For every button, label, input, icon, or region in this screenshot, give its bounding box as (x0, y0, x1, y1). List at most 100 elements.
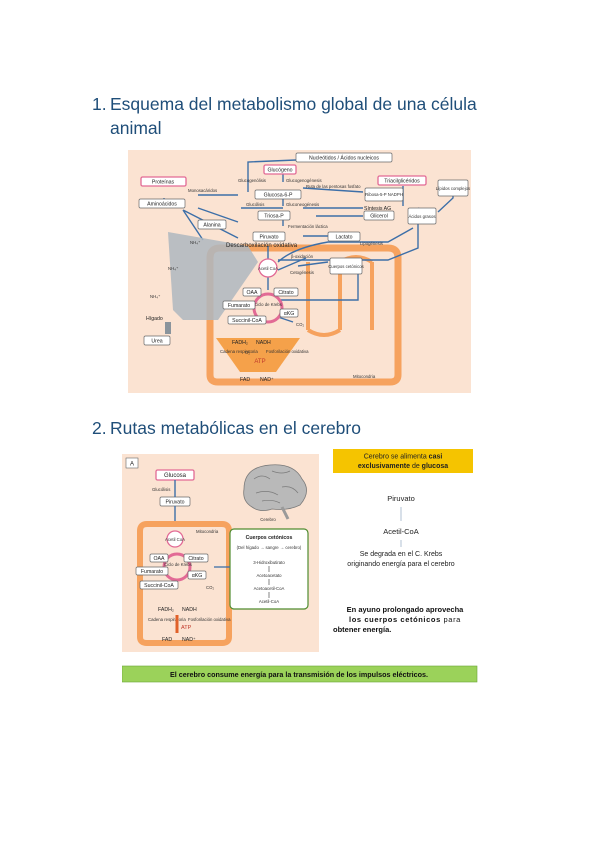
mitochondria-outline-2 (137, 521, 232, 646)
label-citrato-2: Citrato (188, 556, 203, 562)
mitochondria-cristae (306, 255, 374, 337)
box-oaa-2 (149, 553, 169, 563)
box-akg (279, 308, 299, 318)
label-nad-2: NAD⁺ (182, 637, 196, 643)
label-urea: Urea (151, 339, 162, 345)
label-mitocondria: Mitocondria (353, 374, 376, 379)
label-lactato: Lactato (335, 235, 352, 241)
label-co2: CO₂ (296, 322, 304, 327)
banner-bold-casi: casi (429, 454, 443, 461)
label-glucogeno: Glucógeno (267, 168, 292, 174)
box-aminoacidos (138, 198, 186, 209)
label-acetil-coa: Acetil CoA (258, 266, 278, 271)
panel-a-tag (125, 457, 139, 469)
label-lipogenesis: Lipogénesis (360, 241, 383, 246)
label-akg: αKG (284, 311, 295, 317)
footer-banner (122, 665, 478, 683)
label-acetil-big: Acetil-CoA (383, 527, 418, 536)
banner-line1: Cerebro se alimenta casi (364, 454, 443, 461)
box-urea (143, 335, 171, 346)
label-co2-2: CO₂ (206, 585, 214, 590)
label-ribosa: Ribosa-5-P NADPH (365, 192, 403, 197)
box-lactato (327, 231, 361, 242)
label-cuerpos-title: Cuerpos cetónicos (246, 535, 293, 541)
label-acetoacetato: Acetoacetato (256, 573, 282, 578)
box-alanina (197, 219, 227, 230)
box-fumarato (222, 300, 256, 310)
box-glicerol (363, 210, 395, 221)
label-nh4-2: NH₄⁺ (168, 266, 178, 271)
label-trigliceridos: Triacilglicéridos (384, 179, 420, 185)
arrow-ribosa (302, 187, 364, 209)
label-nadh-2: NADH (182, 607, 197, 613)
label-cerebro: Cerebro (260, 517, 276, 522)
label-fumarato-2: Fumarato (141, 569, 163, 575)
label-o2: O₂ (245, 350, 250, 355)
section-1-heading: 1.Esquema del metabolismo global de una … (92, 92, 477, 140)
box-nucleotidos (295, 152, 393, 163)
label-nucleotidos: Nucleótidos / Ácidos nucleicos (309, 155, 379, 162)
section-2-title-line1: Rutas metabólicas en el cerebro (110, 418, 361, 438)
arrow-lipogenesis (277, 227, 414, 263)
label-acidos-grasos: Ácidos grasos (409, 214, 436, 219)
label-nadh: NADH (256, 340, 271, 346)
box-cuerpos-cetonicos (329, 257, 363, 275)
label-piruvato: Piruvato (259, 235, 278, 241)
section-2-heading: 2.Rutas metabólicas en el cerebro (92, 416, 361, 440)
node-acetil-coa-2 (166, 530, 184, 548)
box-fumarato-2 (135, 566, 169, 576)
label-alanina: Alanina (203, 223, 220, 229)
box-akg-2 (187, 570, 207, 580)
label-fadh2-2: FADH₂ (158, 607, 174, 613)
section-1-title-line1: Esquema del metabolismo global de una cé… (110, 94, 477, 114)
label-succinil-coa: Succinil-CoA (232, 318, 262, 324)
label-oaa: OAA (247, 290, 258, 296)
label-ciclo-krebs: Ciclo de Krebs (254, 302, 282, 307)
arrow-monosacaridos (198, 194, 283, 209)
label-cetogenesis: Cetogénesis (290, 270, 314, 275)
label-fosforilacion-2: Fosforilación oxidativa (188, 617, 231, 622)
label-nh4-3: NH₄⁺ (150, 294, 160, 299)
label-higado: Hígado (146, 316, 163, 322)
arrow-co2 (277, 316, 294, 323)
label-acetil-coa-small: Acetil-CoA (259, 599, 279, 604)
label-succinil-coa-2: Succinil-CoA (144, 583, 174, 589)
label-proteinas: Proteínas (152, 180, 175, 186)
box-oaa (242, 287, 262, 297)
arrow-krebs-citrato (278, 270, 359, 301)
label-fadh2: FADH₂ (232, 340, 248, 346)
figure-brain-metabolism: A Glucosa Glucólisis Piruvato Mitocondri… (122, 449, 478, 685)
label-piruvato-big: Piruvato (387, 494, 415, 503)
banner-glucosa (333, 449, 473, 473)
label-cadena-2: Cadena respiratoria (148, 617, 186, 622)
box-ribosa (364, 187, 404, 202)
label-ruta-pentosas: Ruta de las pentosas fosfato (306, 184, 361, 189)
label-atp: ATP (254, 359, 265, 365)
label-glucosa: Glucosa (164, 473, 187, 479)
label-acetoacetil-coa: Acetoacetil-CoA (254, 586, 285, 591)
label-nad: NAD⁺ (260, 377, 274, 383)
label-ayuno-1: En ayuno prolongado aprovecha (347, 605, 465, 614)
box-acidos-grasos (407, 207, 437, 225)
node-acetil-coa (258, 258, 278, 278)
box-glucogeno (263, 164, 297, 175)
label-oaa-2: OAA (154, 556, 165, 562)
label-triosa-p: Triosa-P (264, 214, 284, 220)
label-lipidos: Lípidos complejos (436, 186, 470, 191)
label-piruvato-2: Piruvato (165, 500, 184, 506)
label-ayuno-2: los cuerpos cetónicos para (349, 615, 461, 624)
brain-icon (243, 464, 307, 520)
nitrogen-flow-band (168, 232, 258, 320)
label-fumarato: Fumarato (228, 303, 250, 309)
section-1-number: 1. (92, 94, 107, 114)
label-panel-a: A (130, 462, 134, 468)
label-monosacaridos: Monosacáridos (188, 188, 217, 193)
label-akg-2: αKG (192, 573, 203, 579)
box-succinil-coa-2 (139, 580, 179, 590)
label-atp-2: ATP (181, 625, 192, 631)
label-acetil-coa-2: Acetil CoA (165, 537, 185, 542)
label-descarboxilacion: Descarboxilación oxidativa (226, 243, 298, 249)
label-cuerpos-sub: (Del hígado → sangre → cerebro) (237, 545, 302, 550)
label-hidroxibutirato: 3-Hidroxibutirato (253, 560, 285, 565)
banner-pre: Cerebro se alimenta (364, 454, 429, 461)
